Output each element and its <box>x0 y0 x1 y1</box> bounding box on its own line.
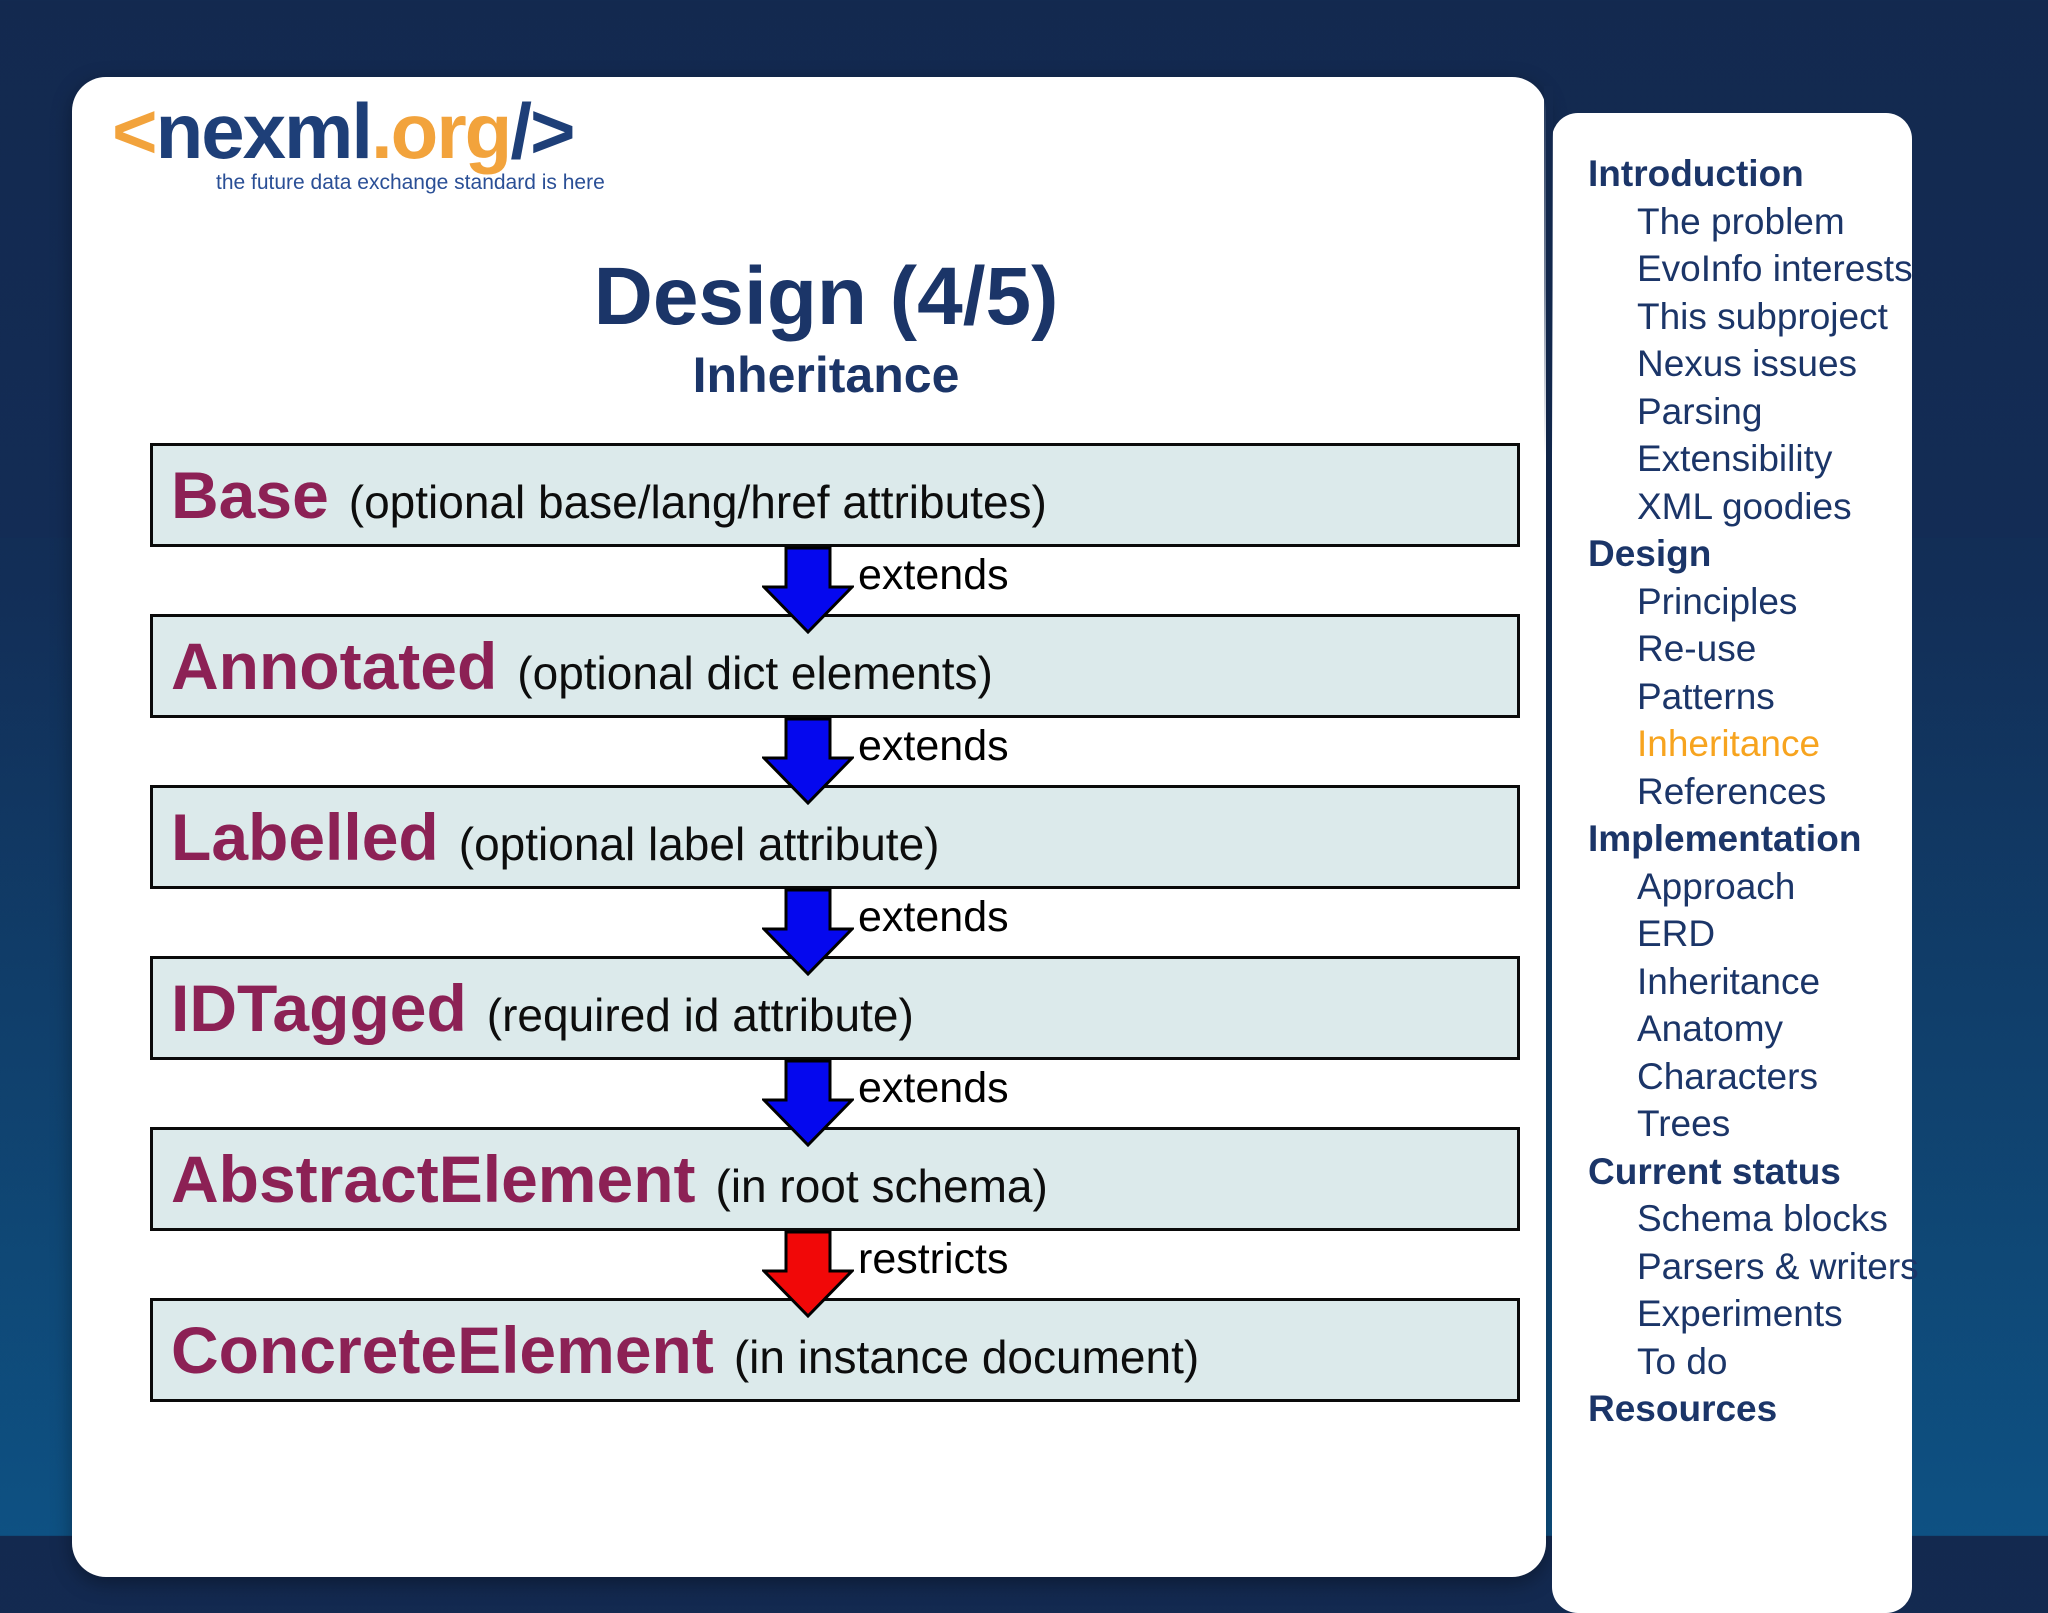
sidebar-item-current-status[interactable]: Current status <box>1588 1150 1841 1192</box>
logo-dot-org: .org <box>371 87 512 175</box>
sidebar-item-inheritance[interactable]: Inheritance <box>1637 960 1821 1002</box>
sidebar-panel <box>1552 113 1912 1613</box>
sidebar-item-parsers-writers[interactable]: Parsers & writers <box>1637 1245 1919 1287</box>
sidebar-item-inheritance[interactable]: Inheritance <box>1637 723 1821 764</box>
sidebar-item-principles[interactable]: Principles <box>1637 580 1798 622</box>
sidebar-item-implementation[interactable]: Implementation <box>1588 818 1862 859</box>
sidebar-item-resources[interactable]: Resources <box>1588 1388 1778 1429</box>
nexml-logo: <nexml.org/> the future data exchange st… <box>112 92 605 193</box>
sidebar-item-re-use[interactable]: Re-use <box>1637 628 1757 669</box>
page-title: Design (4/5) <box>593 251 1059 342</box>
nexml-logo-wordmark: <nexml.org/> <box>112 92 605 170</box>
sidebar-item-characters[interactable]: Characters <box>1637 1055 1818 1097</box>
logo-tagline: the future data exchange standard is her… <box>216 171 605 194</box>
sidebar-item-trees[interactable]: Trees <box>1637 1103 1731 1144</box>
title-block: Design (4/5) Inheritance <box>150 251 1502 403</box>
sidebar-item-patterns[interactable]: Patterns <box>1637 675 1775 717</box>
page-subtitle: Inheritance <box>692 347 960 403</box>
sidebar-item-nexus-issues[interactable]: Nexus issues <box>1637 343 1858 384</box>
sidebar-item-experiments[interactable]: Experiments <box>1637 1293 1843 1334</box>
logo-name: nexml <box>155 87 373 175</box>
sidebar-item-introduction[interactable]: Introduction <box>1588 153 1804 194</box>
sidebar-item-evoinfo-interests[interactable]: EvoInfo interests <box>1637 248 1913 289</box>
sidebar-item-references[interactable]: References <box>1637 770 1827 812</box>
sidebar-item-design[interactable]: Design <box>1588 533 1712 574</box>
sidebar-item-anatomy[interactable]: Anatomy <box>1637 1008 1784 1049</box>
logo-open-bracket: < <box>112 87 158 175</box>
sidebar-item-erd[interactable]: ERD <box>1637 913 1716 954</box>
sidebar-item-xml-goodies[interactable]: XML goodies <box>1637 485 1852 527</box>
sidebar-item-approach[interactable]: Approach <box>1637 865 1796 907</box>
sidebar-item-this-subproject[interactable]: This subproject <box>1637 295 1888 337</box>
logo-close-bracket: /> <box>510 87 575 175</box>
sidebar-item-to-do[interactable]: To do <box>1637 1340 1728 1382</box>
toc-sidebar: Introduction The problem EvoInfo interes… <box>1552 150 1919 1433</box>
sidebar-item-parsing[interactable]: Parsing <box>1637 390 1763 432</box>
sidebar-item-extensibility[interactable]: Extensibility <box>1637 438 1833 479</box>
sidebar-item-schema-blocks[interactable]: Schema blocks <box>1637 1198 1888 1239</box>
sidebar-item-the-problem[interactable]: The problem <box>1637 200 1845 242</box>
